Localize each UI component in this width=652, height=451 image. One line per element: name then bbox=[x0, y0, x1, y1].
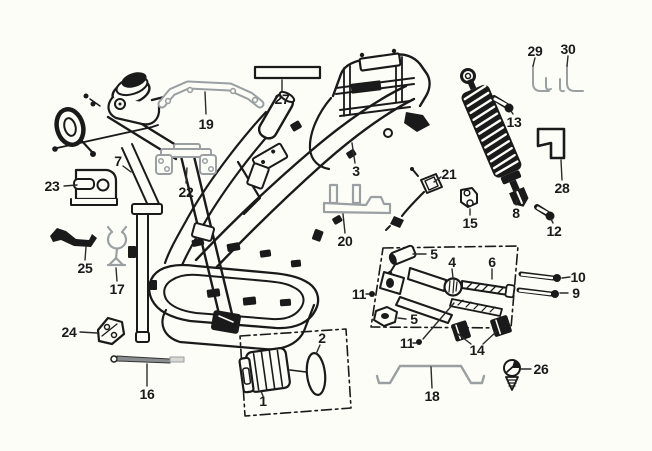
part-30-clip bbox=[559, 65, 584, 93]
svg-text:1: 1 bbox=[259, 393, 267, 409]
callout-27: 27 bbox=[275, 79, 290, 107]
callout-25: 25 bbox=[78, 246, 93, 276]
engine-hanger-box bbox=[370, 245, 519, 329]
svg-text:4: 4 bbox=[448, 254, 456, 270]
callout-8: 8 bbox=[512, 199, 521, 221]
svg-text:9: 9 bbox=[572, 285, 580, 301]
part-16-bolt-rod bbox=[110, 355, 185, 364]
callout-9: 9 bbox=[559, 285, 581, 301]
svg-text:8: 8 bbox=[512, 205, 520, 221]
part-22-bracket bbox=[155, 143, 217, 175]
svg-text:10: 10 bbox=[571, 269, 586, 285]
callout-11: 11 bbox=[352, 286, 375, 302]
svg-text:29: 29 bbox=[528, 43, 543, 59]
svg-text:6: 6 bbox=[488, 254, 496, 270]
part-1-rubber-mount bbox=[238, 347, 307, 394]
svg-text:3: 3 bbox=[352, 163, 360, 179]
callout-19: 19 bbox=[199, 91, 214, 132]
svg-text:28: 28 bbox=[555, 180, 570, 196]
svg-text:30: 30 bbox=[561, 41, 576, 57]
shock-absorber bbox=[460, 68, 529, 207]
part-21-sensor-cable bbox=[385, 167, 443, 231]
callout-21: 21 bbox=[433, 166, 457, 183]
part-13-bolt bbox=[491, 95, 514, 113]
svg-text:11: 11 bbox=[400, 335, 415, 351]
svg-text:5: 5 bbox=[410, 311, 418, 327]
svg-text:27: 27 bbox=[275, 91, 290, 107]
part-25-lever bbox=[50, 228, 97, 247]
svg-text:18: 18 bbox=[425, 388, 440, 404]
part-14-bushing bbox=[451, 320, 471, 342]
svg-text:13: 13 bbox=[507, 114, 522, 130]
svg-text:24: 24 bbox=[62, 324, 77, 340]
callout-20: 20 bbox=[338, 213, 353, 249]
svg-text:23: 23 bbox=[45, 178, 60, 194]
svg-text:7: 7 bbox=[114, 153, 122, 169]
svg-text:17: 17 bbox=[110, 281, 125, 297]
svg-text:2: 2 bbox=[318, 330, 326, 346]
part-20-bracket bbox=[322, 183, 392, 215]
part-29-clip bbox=[532, 65, 552, 92]
callout-15: 15 bbox=[463, 208, 478, 231]
svg-text:20: 20 bbox=[338, 233, 353, 249]
horn bbox=[54, 107, 96, 157]
callout-2: 2 bbox=[315, 330, 327, 355]
part-23-bracket bbox=[70, 168, 118, 206]
callout-30: 30 bbox=[561, 41, 576, 67]
svg-text:16: 16 bbox=[140, 386, 155, 402]
svg-text:26: 26 bbox=[534, 361, 549, 377]
callout-29: 29 bbox=[528, 43, 543, 67]
engine-hanger-assembly bbox=[373, 244, 516, 342]
horn-stay-rod bbox=[56, 124, 159, 149]
part-9-bolt bbox=[516, 287, 559, 298]
callout-5-2: 5 bbox=[397, 311, 419, 327]
callout-26: 26 bbox=[520, 361, 549, 377]
part-17-clamp-clip bbox=[106, 225, 128, 267]
part-19-bracket bbox=[157, 80, 265, 109]
svg-text:15: 15 bbox=[463, 215, 478, 231]
svg-text:11: 11 bbox=[352, 286, 367, 302]
part-28-bracket bbox=[536, 127, 566, 160]
callout-3: 3 bbox=[351, 142, 361, 179]
svg-text:14: 14 bbox=[470, 342, 485, 358]
head-tube bbox=[257, 90, 296, 140]
callout-24: 24 bbox=[62, 324, 98, 340]
callout-4: 4 bbox=[448, 254, 457, 279]
callout-7: 7 bbox=[114, 153, 132, 173]
part-18-guard bbox=[375, 364, 486, 385]
ignition-switch bbox=[83, 72, 170, 126]
callout-17: 17 bbox=[110, 267, 125, 297]
svg-text:19: 19 bbox=[199, 116, 214, 132]
callout-13: 13 bbox=[507, 110, 522, 130]
callout-10: 10 bbox=[561, 269, 586, 285]
part-26-fastener bbox=[503, 359, 521, 391]
callout-16: 16 bbox=[140, 363, 155, 402]
svg-text:25: 25 bbox=[78, 260, 93, 276]
part-15-bracket bbox=[460, 187, 478, 208]
callout-18: 18 bbox=[425, 366, 440, 404]
callout-12: 12 bbox=[547, 218, 562, 239]
callout-layer: 1234556789101111121314151617181920212223… bbox=[45, 41, 587, 409]
part-10-bolt bbox=[518, 271, 561, 282]
part-24-bracket bbox=[96, 316, 126, 346]
rear-carrier bbox=[308, 48, 431, 171]
part-12-bolt bbox=[534, 204, 555, 221]
svg-text:21: 21 bbox=[442, 166, 457, 182]
steering-column bbox=[52, 72, 270, 343]
part-2-seal-ring bbox=[305, 351, 327, 397]
callout-22: 22 bbox=[179, 167, 194, 200]
callout-6: 6 bbox=[488, 254, 497, 280]
callout-14: 14 bbox=[457, 330, 498, 358]
callout-5: 5 bbox=[412, 246, 439, 262]
svg-text:5: 5 bbox=[430, 246, 438, 262]
callout-23: 23 bbox=[45, 178, 78, 194]
svg-text:12: 12 bbox=[547, 223, 562, 239]
mount-parts-box bbox=[239, 328, 352, 417]
svg-text:22: 22 bbox=[179, 184, 194, 200]
callout-1: 1 bbox=[259, 390, 268, 409]
part-27-plate bbox=[253, 65, 322, 80]
callout-28: 28 bbox=[555, 159, 570, 196]
callout-11-2: 11 bbox=[400, 302, 455, 351]
